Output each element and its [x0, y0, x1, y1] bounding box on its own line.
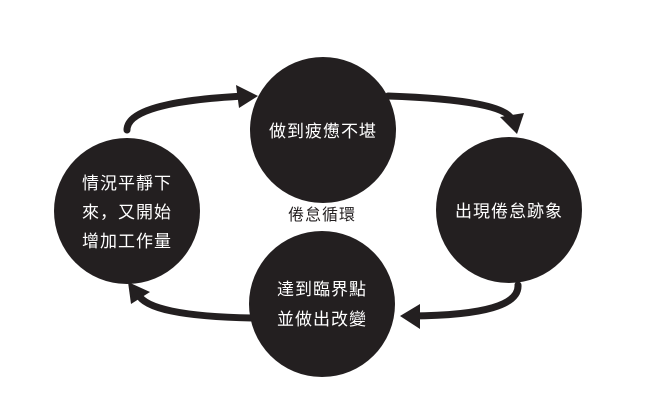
node-top-label: 做到疲憊不堪 — [269, 122, 377, 142]
arrow-left-to-top — [123, 92, 249, 134]
node-left: 情況平靜下 來，又開始 增加工作量 — [54, 138, 200, 284]
node-bottom: 達到臨界點 並做出改變 — [249, 231, 395, 377]
node-left-label-line-2: 來，又開始 — [82, 203, 172, 223]
arrow-right-to-bottom — [408, 281, 522, 320]
node-bottom-circle — [249, 231, 395, 377]
cycle-arrows — [123, 85, 524, 329]
node-left-circle — [54, 138, 200, 284]
node-right-circle — [436, 137, 582, 283]
center-label: 倦怠循環 — [288, 205, 356, 224]
arrow-right-to-bottom-head — [400, 304, 420, 329]
node-bottom-label-line-2: 並做出改變 — [277, 310, 367, 330]
node-right: 出現倦怠跡象 — [436, 137, 582, 283]
node-top: 做到疲憊不堪 — [250, 57, 396, 203]
node-left-label-line-1: 情況平靜下 — [82, 174, 172, 194]
node-right-label: 出現倦怠跡象 — [455, 202, 563, 222]
arrow-left-to-top-head — [236, 85, 258, 108]
node-left-label-line-3: 增加工作量 — [82, 232, 172, 252]
node-top-circle — [250, 57, 396, 203]
arrow-top-to-right-head — [500, 113, 524, 134]
arrow-top-to-right — [384, 92, 516, 124]
arrow-bottom-to-left-head — [128, 282, 150, 304]
arrow-bottom-to-left — [134, 290, 256, 322]
node-bottom-label-line-1: 達到臨界點 — [277, 280, 367, 300]
